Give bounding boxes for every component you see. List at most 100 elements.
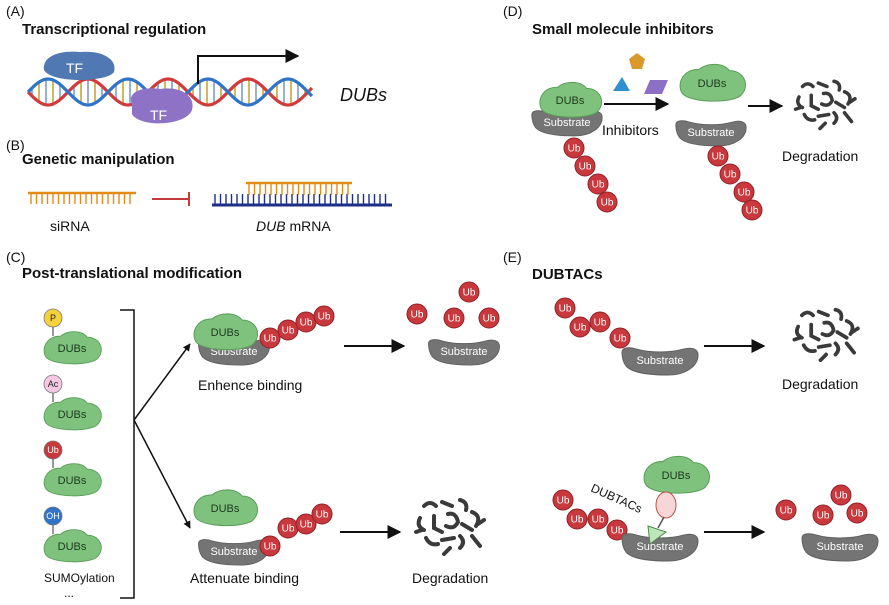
ubiquitin-bead	[609, 327, 631, 349]
tf-top: TF	[43, 51, 115, 80]
inhibitor-parallelogram	[644, 80, 668, 94]
modification-tag	[43, 440, 63, 460]
modification-tag	[43, 506, 63, 526]
ubiquitin-bead	[313, 305, 335, 327]
ubiquitin-bead	[311, 503, 333, 525]
ubiquitin-bead	[587, 173, 609, 195]
ubiquitin: Ub	[259, 535, 281, 557]
mrna-gene-label: DUB	[256, 218, 286, 234]
ubiquitin-bead	[589, 311, 611, 333]
more-label: ...	[64, 586, 74, 600]
ubiquitin-bead	[846, 502, 868, 524]
ubiquitin: Ub	[277, 319, 299, 341]
dubs-enzyme: DUBs	[43, 529, 102, 563]
panel-c: (C) Post-translational modification DUBs…	[6, 249, 500, 600]
ubiquitin-label: Ub	[282, 524, 295, 535]
ubiquitin-label: Ub	[601, 198, 614, 209]
dubs-label: DUBs	[58, 541, 87, 553]
ubiquitin: Ub	[443, 307, 465, 329]
dubs-label: DUBs	[662, 470, 691, 482]
modified-dubs-1: DUBs P	[43, 308, 102, 365]
ubiquitin-bead	[733, 181, 755, 203]
ubiquitin-bead	[478, 307, 500, 329]
ubiquitin: Ub	[846, 502, 868, 524]
ubiquitin-bead	[830, 484, 852, 506]
panel-a-title: Transcriptional regulation	[22, 21, 206, 38]
ubiquitin-label: Ub	[592, 180, 605, 191]
dubs-enzyme: DUBs	[43, 331, 102, 365]
ubiquitin: Ub	[775, 499, 797, 521]
ubiquitin: Ub	[587, 173, 609, 195]
ubiquitin: Ub	[719, 163, 741, 185]
ubiquitin-label: Ub	[835, 491, 848, 502]
ubiquitin-bead	[295, 513, 317, 535]
modification-tag-label: Ac	[48, 379, 59, 389]
dubs-label: DUBs	[211, 327, 240, 339]
ubiquitin: Ub	[295, 513, 317, 535]
ubiquitin-label: Ub	[300, 520, 313, 531]
modification-tag-label: P	[50, 313, 56, 323]
dubs-label: DUBs	[211, 503, 240, 515]
ubiquitin: Ub	[812, 504, 834, 526]
ubiquitin-bead	[443, 307, 465, 329]
panel-b-title: Genetic manipulation	[22, 151, 175, 168]
ubiquitin-label: Ub	[483, 314, 496, 325]
panel-a-dubs: DUBs	[340, 85, 387, 105]
ubiquitin: Ub	[733, 181, 755, 203]
modification-tag-label: Ub	[47, 445, 59, 455]
dubs-label: DUBs	[698, 78, 727, 90]
dubtac-target-ligand	[647, 525, 668, 545]
panel-b-letter: (B)	[6, 137, 25, 153]
degradation-label-d: Degradation	[782, 148, 858, 164]
ubiquitin: Ub	[609, 327, 631, 349]
substrate-label: Substrate	[636, 355, 683, 367]
ubiquitin-label: Ub	[463, 288, 476, 299]
ubiquitin: Ub	[554, 297, 576, 319]
attenuate-label: Attenuate binding	[190, 570, 299, 586]
ubiquitin-bead	[458, 281, 480, 303]
ubiquitin-label: Ub	[264, 542, 277, 553]
ubiquitin-bead	[719, 163, 741, 185]
panel-c-title: Post-translational modification	[22, 265, 242, 282]
substrate-label: Substrate	[543, 117, 590, 129]
ubiquitin-label: Ub	[264, 334, 277, 345]
dubs-enzyme: DUBs	[643, 455, 711, 494]
ubiquitin: Ub	[259, 327, 281, 349]
ubiquitin-label: Ub	[574, 323, 587, 334]
ubiquitin-label: Ub	[571, 515, 584, 526]
ubiquitin: Ub	[830, 484, 852, 506]
mrna-suffix-label: mRNA	[286, 218, 332, 234]
modification-tag	[43, 308, 63, 328]
ubiquitin-bead	[574, 155, 596, 177]
dna-strand-red	[26, 77, 314, 107]
substrate-label: Substrate	[440, 346, 487, 358]
ubiquitin-bead	[277, 319, 299, 341]
ubiquitin: Ub	[596, 191, 618, 213]
ubiquitin: Ub	[569, 316, 591, 338]
ubiquitin-bead	[259, 327, 281, 349]
ubiquitin-bead	[259, 535, 281, 557]
branch-arrow-attenuate	[133, 419, 191, 529]
ubiquitin-label: Ub	[592, 515, 605, 526]
dubs-enzyme: DUBs	[43, 463, 102, 497]
modification-tag-label: OH	[46, 511, 60, 521]
ubiquitin: Ub	[741, 199, 763, 221]
substrate-label: Substrate	[687, 127, 734, 139]
degradation-fragments-c	[414, 498, 486, 556]
substrate-label: Substrate	[816, 541, 863, 553]
ubiquitin: Ub	[574, 155, 596, 177]
modified-dubs-3: DUBs Ub	[43, 440, 102, 497]
ubiquitin-label: Ub	[579, 162, 592, 173]
ubiquitin-label: Ub	[282, 326, 295, 337]
ubiquitin-label: Ub	[300, 318, 313, 329]
inhibitor-pentagon	[629, 53, 645, 69]
ubiquitin-bead	[596, 191, 618, 213]
ubiquitin-label: Ub	[594, 318, 607, 329]
ubiquitin-label: Ub	[817, 511, 830, 522]
